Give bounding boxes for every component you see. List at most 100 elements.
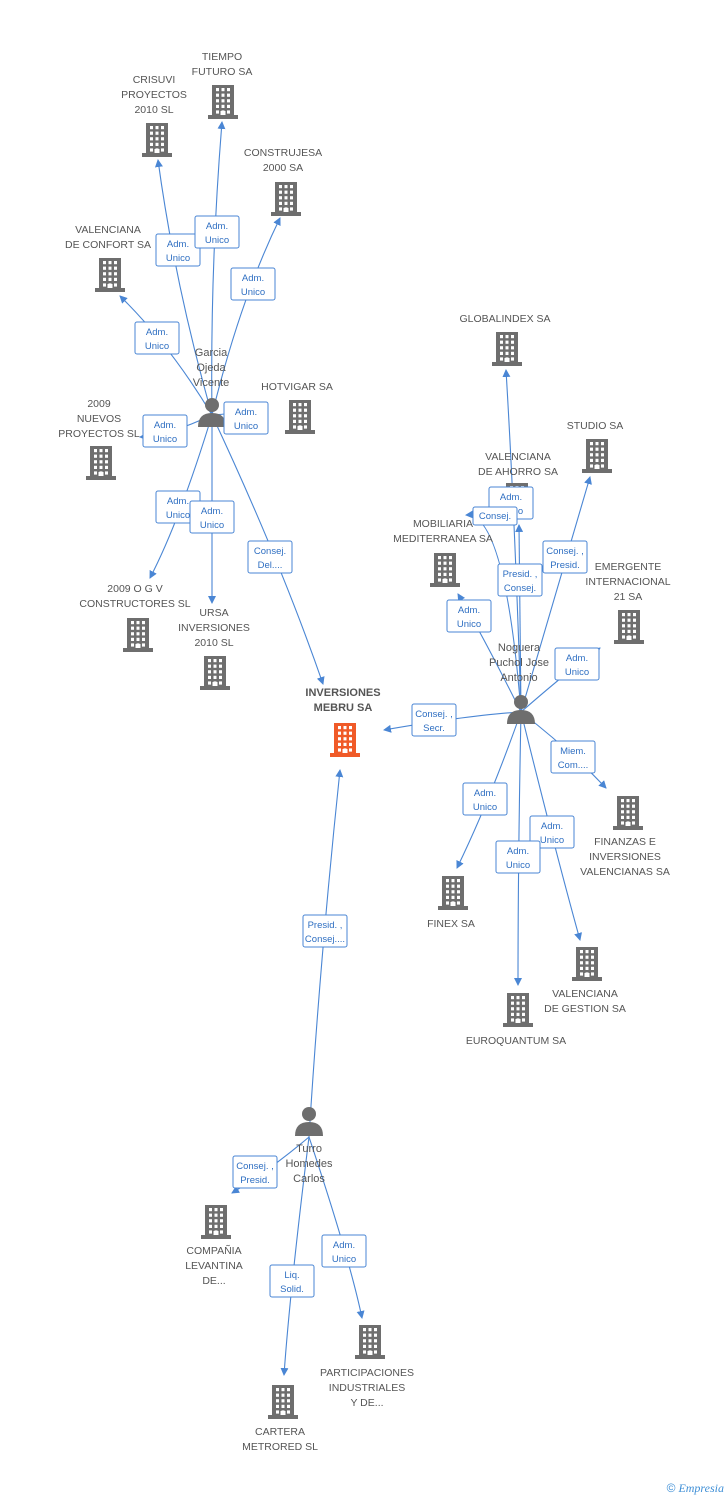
person-icon-noguera[interactable] [507, 695, 535, 724]
relation-label-box[interactable]: Adm.Unico [134, 321, 180, 355]
building-icon-valgestion[interactable] [572, 947, 602, 981]
relation-label: Adm.Unico [205, 221, 229, 246]
building-icon-ursa[interactable] [200, 656, 230, 690]
building-icon-valconfort[interactable] [95, 258, 125, 292]
relation-label-box[interactable]: Presid. ,Consej. [497, 563, 543, 597]
person-icon-turro[interactable] [295, 1107, 323, 1136]
relation-label: Consej.Del.... [254, 546, 286, 571]
relation-label: Adm.Unico [166, 239, 190, 264]
relation-label: Liq.Solid. [280, 1270, 304, 1295]
company-label-studio: STUDIO SA [567, 420, 624, 432]
building-icon-main[interactable] [330, 723, 360, 757]
building-icon-globalindex[interactable] [492, 332, 522, 366]
building-icon-ogv[interactable] [123, 618, 153, 652]
relation-label: Adm.Unico [234, 407, 258, 432]
building-icon-finanzas[interactable] [613, 796, 643, 830]
building-icon-crisuvi[interactable] [142, 123, 172, 157]
relation-label: Adm.Unico [332, 1240, 356, 1265]
relation-label-box[interactable]: Consej.Del.... [247, 540, 293, 574]
relation-edge [211, 121, 226, 416]
relation-label-box[interactable]: Adm.Unico [194, 215, 240, 249]
relation-label: Adm.Unico [153, 420, 177, 445]
relation-label: Presid. ,Consej. [503, 569, 538, 594]
company-label-finex: FINEX SA [427, 918, 475, 930]
relation-label-box[interactable]: Adm.Unico [321, 1234, 367, 1268]
copyright-symbol: © [666, 1481, 676, 1495]
building-icon-tiempo[interactable] [208, 85, 238, 119]
building-icon-construjesa[interactable] [271, 182, 301, 216]
relation-label-box[interactable]: Adm.Unico [495, 840, 541, 874]
relation-label-box[interactable]: Miem.Com.... [550, 740, 596, 774]
relation-label-box[interactable]: Consej. ,Presid. [232, 1155, 278, 1189]
relation-label: Consej. ,Presid. [236, 1161, 274, 1186]
company-label-hotvigar: HOTVIGAR SA [261, 381, 333, 393]
footer-brand[interactable]: © Empresia [667, 1481, 724, 1496]
building-icon-hotvigar[interactable] [285, 400, 315, 434]
building-icon-cartera[interactable] [268, 1385, 298, 1419]
relation-edge [383, 711, 522, 733]
relation-label: Adm.Unico [166, 496, 190, 521]
relation-label-box[interactable]: Liq.Solid. [269, 1264, 315, 1298]
building-icon-compania[interactable] [201, 1205, 231, 1239]
relation-label: Adm.Unico [473, 788, 497, 813]
building-icon-participaciones[interactable] [355, 1325, 385, 1359]
relation-label: Adm.Unico [565, 653, 589, 678]
brand-name: Empresia [678, 1481, 724, 1495]
relation-edge [154, 159, 213, 416]
relation-label: Adm.Unico [540, 821, 564, 846]
relation-label: Consej. ,Presid. [546, 546, 584, 571]
relation-label: Adm.Unico [145, 327, 169, 352]
relation-label-box[interactable]: Adm.Unico [142, 414, 188, 448]
relation-label-box[interactable]: Adm.Unico [529, 815, 575, 849]
building-icon-mobiliaria[interactable] [430, 553, 460, 587]
relation-edge [515, 524, 524, 713]
relation-label-box[interactable]: Consej. ,Presid. [542, 540, 588, 574]
relation-label: Adm.Unico [457, 605, 481, 630]
relation-label-box[interactable]: Consej. ,Secr. [411, 703, 457, 737]
relation-edge [520, 476, 592, 713]
relation-label-box[interactable]: Adm.Unico [230, 267, 276, 301]
relation-label: Presid. ,Consej.... [305, 920, 345, 945]
company-label-euroquantum: EUROQUANTUM SA [466, 1035, 566, 1047]
relation-label: Adm.Unico [200, 506, 224, 531]
relation-label-box[interactable]: Adm.Unico [446, 599, 492, 633]
building-icon-emergente[interactable] [614, 610, 644, 644]
person-icon-garcia[interactable] [198, 398, 226, 427]
company-label-globalindex: GLOBALINDEX SA [459, 313, 550, 325]
relation-label-box[interactable]: Consej. [472, 506, 518, 526]
relation-label: Adm.Unico [506, 846, 530, 871]
relation-label: Adm.Unico [241, 273, 265, 298]
relation-label-box[interactable]: Presid. ,Consej.... [302, 914, 348, 948]
building-icon-euroquantum[interactable] [503, 993, 533, 1027]
relation-edge [502, 369, 522, 713]
relation-label-box[interactable]: Adm.Unico [189, 500, 235, 534]
building-icon-nuevos2009[interactable] [86, 446, 116, 480]
relation-label: Miem.Com.... [558, 746, 589, 771]
building-icon-studio[interactable] [582, 439, 612, 473]
relation-label-box[interactable]: Adm.Unico [554, 647, 600, 681]
relation-label: Consej. [479, 511, 511, 522]
relation-label: Consej. ,Secr. [415, 709, 453, 734]
relation-label-box[interactable]: Adm.Unico [155, 233, 201, 267]
relation-label-box[interactable]: Adm.Unico [223, 401, 269, 435]
building-icon-finex[interactable] [438, 876, 468, 910]
relation-label-box[interactable]: Adm.Unico [462, 782, 508, 816]
